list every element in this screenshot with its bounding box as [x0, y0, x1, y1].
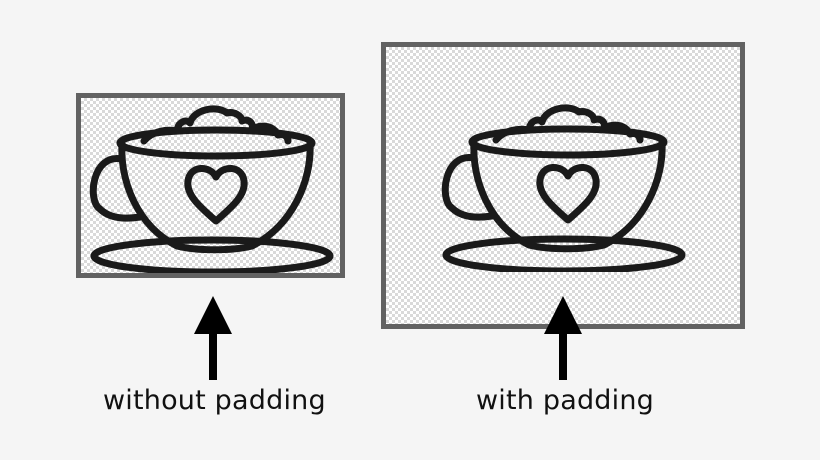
panel-with-padding — [381, 42, 745, 329]
up-arrow-icon — [544, 296, 582, 380]
label-with-padding: with padding — [476, 385, 654, 416]
panel-without-padding — [76, 93, 345, 278]
up-arrow-icon — [194, 296, 232, 380]
label-without-padding: without padding — [103, 385, 326, 416]
coffee-cup-with-heart-icon — [434, 100, 696, 272]
coffee-cup-with-heart-icon — [82, 101, 344, 273]
